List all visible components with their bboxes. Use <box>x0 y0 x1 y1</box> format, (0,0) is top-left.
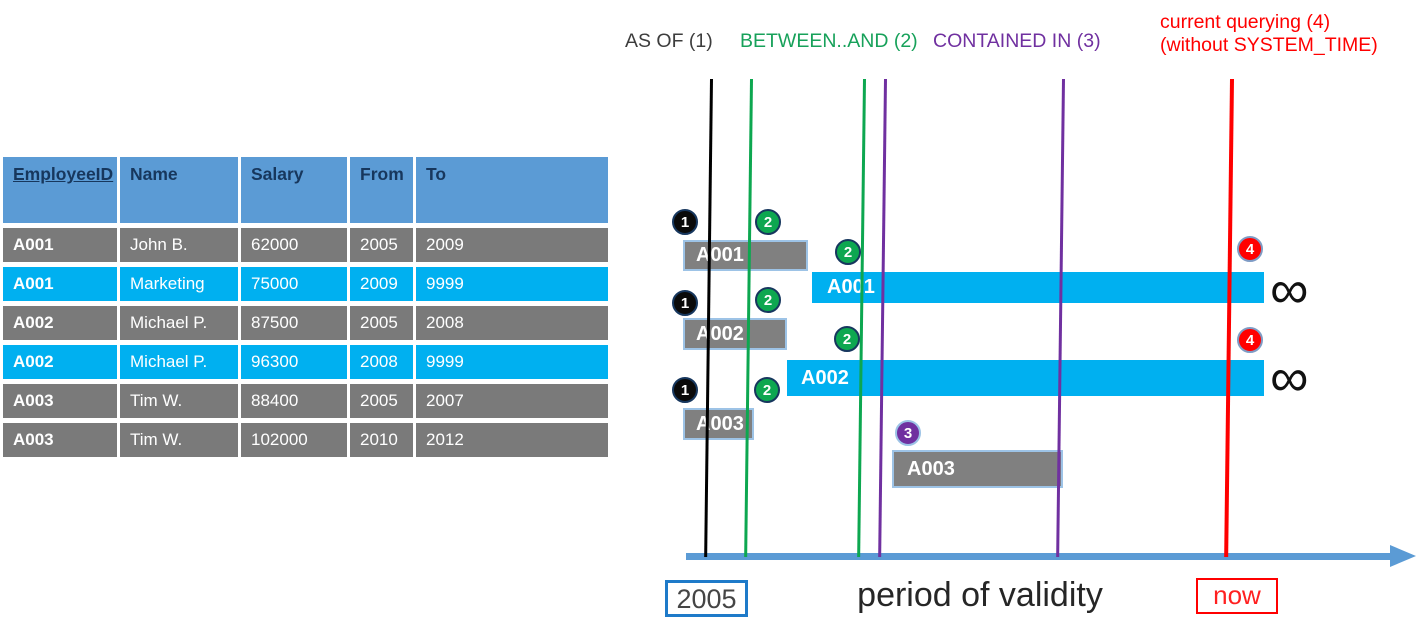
table-cell: A003 <box>3 384 117 418</box>
table-cell: 2007 <box>416 384 608 418</box>
validity-bar-a002-old: A002 <box>683 318 787 350</box>
bar-label: A003 <box>907 458 955 480</box>
badge-4: 4 <box>1237 327 1263 353</box>
table-cell: 88400 <box>241 384 347 418</box>
table-cell: 9999 <box>416 345 608 379</box>
table-cell: A002 <box>3 345 117 379</box>
validity-bar-a003-old1: A003 <box>683 408 754 440</box>
header-cell-to: To <box>416 157 608 223</box>
bar-label: A003 <box>696 413 744 435</box>
badge-2: 2 <box>835 239 861 265</box>
table-cell: A001 <box>3 267 117 301</box>
legend-current-line1: current querying (4) <box>1160 11 1331 33</box>
table-cell: 2008 <box>416 306 608 340</box>
header-cell-employeeid: EmployeeID <box>3 157 117 223</box>
table-row: A003 Tim W. 88400 2005 2007 <box>3 384 609 418</box>
table-cell: 2005 <box>350 228 413 262</box>
employee-table: EmployeeID Name Salary From To A001 John… <box>3 157 609 462</box>
bar-label: A002 <box>696 323 744 345</box>
badge-2: 2 <box>755 209 781 235</box>
axis-title: period of validity <box>857 576 1103 614</box>
legend-between-and: BETWEEN..AND (2) <box>740 30 918 52</box>
header-label: From <box>360 164 404 184</box>
header-cell-salary: Salary <box>241 157 347 223</box>
axis-now-box: now <box>1196 578 1278 614</box>
badge-2: 2 <box>755 287 781 313</box>
table-row-highlighted: A002 Michael P. 96300 2008 9999 <box>3 345 609 379</box>
table-cell: 2005 <box>350 306 413 340</box>
time-axis-arrowhead <box>1390 545 1416 567</box>
now-line <box>1224 78 1234 557</box>
validity-bar-a002-current: A002 <box>787 360 1264 396</box>
table-cell: Tim W. <box>120 423 238 457</box>
validity-bar-a001-old: A001 <box>683 240 808 271</box>
legend-current-line2: (without SYSTEM_TIME) <box>1160 34 1378 56</box>
legend-contained-in: CONTAINED IN (3) <box>933 30 1101 52</box>
table-cell: 87500 <box>241 306 347 340</box>
badge-2: 2 <box>754 377 780 403</box>
badge-4: 4 <box>1237 236 1263 262</box>
badge-1: 1 <box>672 377 698 403</box>
axis-start-year-box: 2005 <box>665 580 748 617</box>
header-label: Salary <box>251 164 304 184</box>
table-row: A002 Michael P. 87500 2005 2008 <box>3 306 609 340</box>
table-cell: 2009 <box>416 228 608 262</box>
between-end-line <box>857 78 866 557</box>
table-cell: Michael P. <box>120 345 238 379</box>
time-axis <box>686 553 1392 560</box>
table-row: A003 Tim W. 102000 2010 2012 <box>3 423 609 457</box>
bar-label: A001 <box>696 244 744 266</box>
table-cell: A003 <box>3 423 117 457</box>
table-cell: John B. <box>120 228 238 262</box>
table-cell: 2005 <box>350 384 413 418</box>
table-cell: 2009 <box>350 267 413 301</box>
validity-bar-a001-current: A001 <box>812 272 1264 303</box>
header-cell-from: From <box>350 157 413 223</box>
badge-2: 2 <box>834 326 860 352</box>
table-row: A001 John B. 62000 2005 2009 <box>3 228 609 262</box>
table-cell: A001 <box>3 228 117 262</box>
legend-current-querying: current querying (4) (without SYSTEM_TIM… <box>1160 11 1378 57</box>
table-cell: 62000 <box>241 228 347 262</box>
table-cell: 2012 <box>416 423 608 457</box>
infinity-symbol: ∞ <box>1270 260 1309 320</box>
badge-3: 3 <box>895 420 921 446</box>
contained-start-line <box>878 78 887 557</box>
header-label: To <box>426 164 447 184</box>
table-cell: 2010 <box>350 423 413 457</box>
table-cell: 102000 <box>241 423 347 457</box>
bar-label: A001 <box>827 276 875 298</box>
table-cell: A002 <box>3 306 117 340</box>
bar-label: A002 <box>801 367 849 389</box>
table-cell: Marketing <box>120 267 238 301</box>
table-cell: Michael P. <box>120 306 238 340</box>
table-cell: Tim W. <box>120 384 238 418</box>
header-cell-name: Name <box>120 157 238 223</box>
validity-bar-a003-old2: A003 <box>892 450 1063 488</box>
badge-1: 1 <box>672 290 698 316</box>
table-cell: 75000 <box>241 267 347 301</box>
table-row-highlighted: A001 Marketing 75000 2009 9999 <box>3 267 609 301</box>
table-cell: 96300 <box>241 345 347 379</box>
header-label: EmployeeID <box>13 164 114 184</box>
badge-1: 1 <box>672 209 698 235</box>
legend-as-of: AS OF (1) <box>625 30 713 52</box>
header-label: Name <box>130 164 178 184</box>
table-cell: 2008 <box>350 345 413 379</box>
infinity-symbol: ∞ <box>1270 348 1309 408</box>
table-header-row: EmployeeID Name Salary From To <box>3 157 609 223</box>
table-cell: 9999 <box>416 267 608 301</box>
